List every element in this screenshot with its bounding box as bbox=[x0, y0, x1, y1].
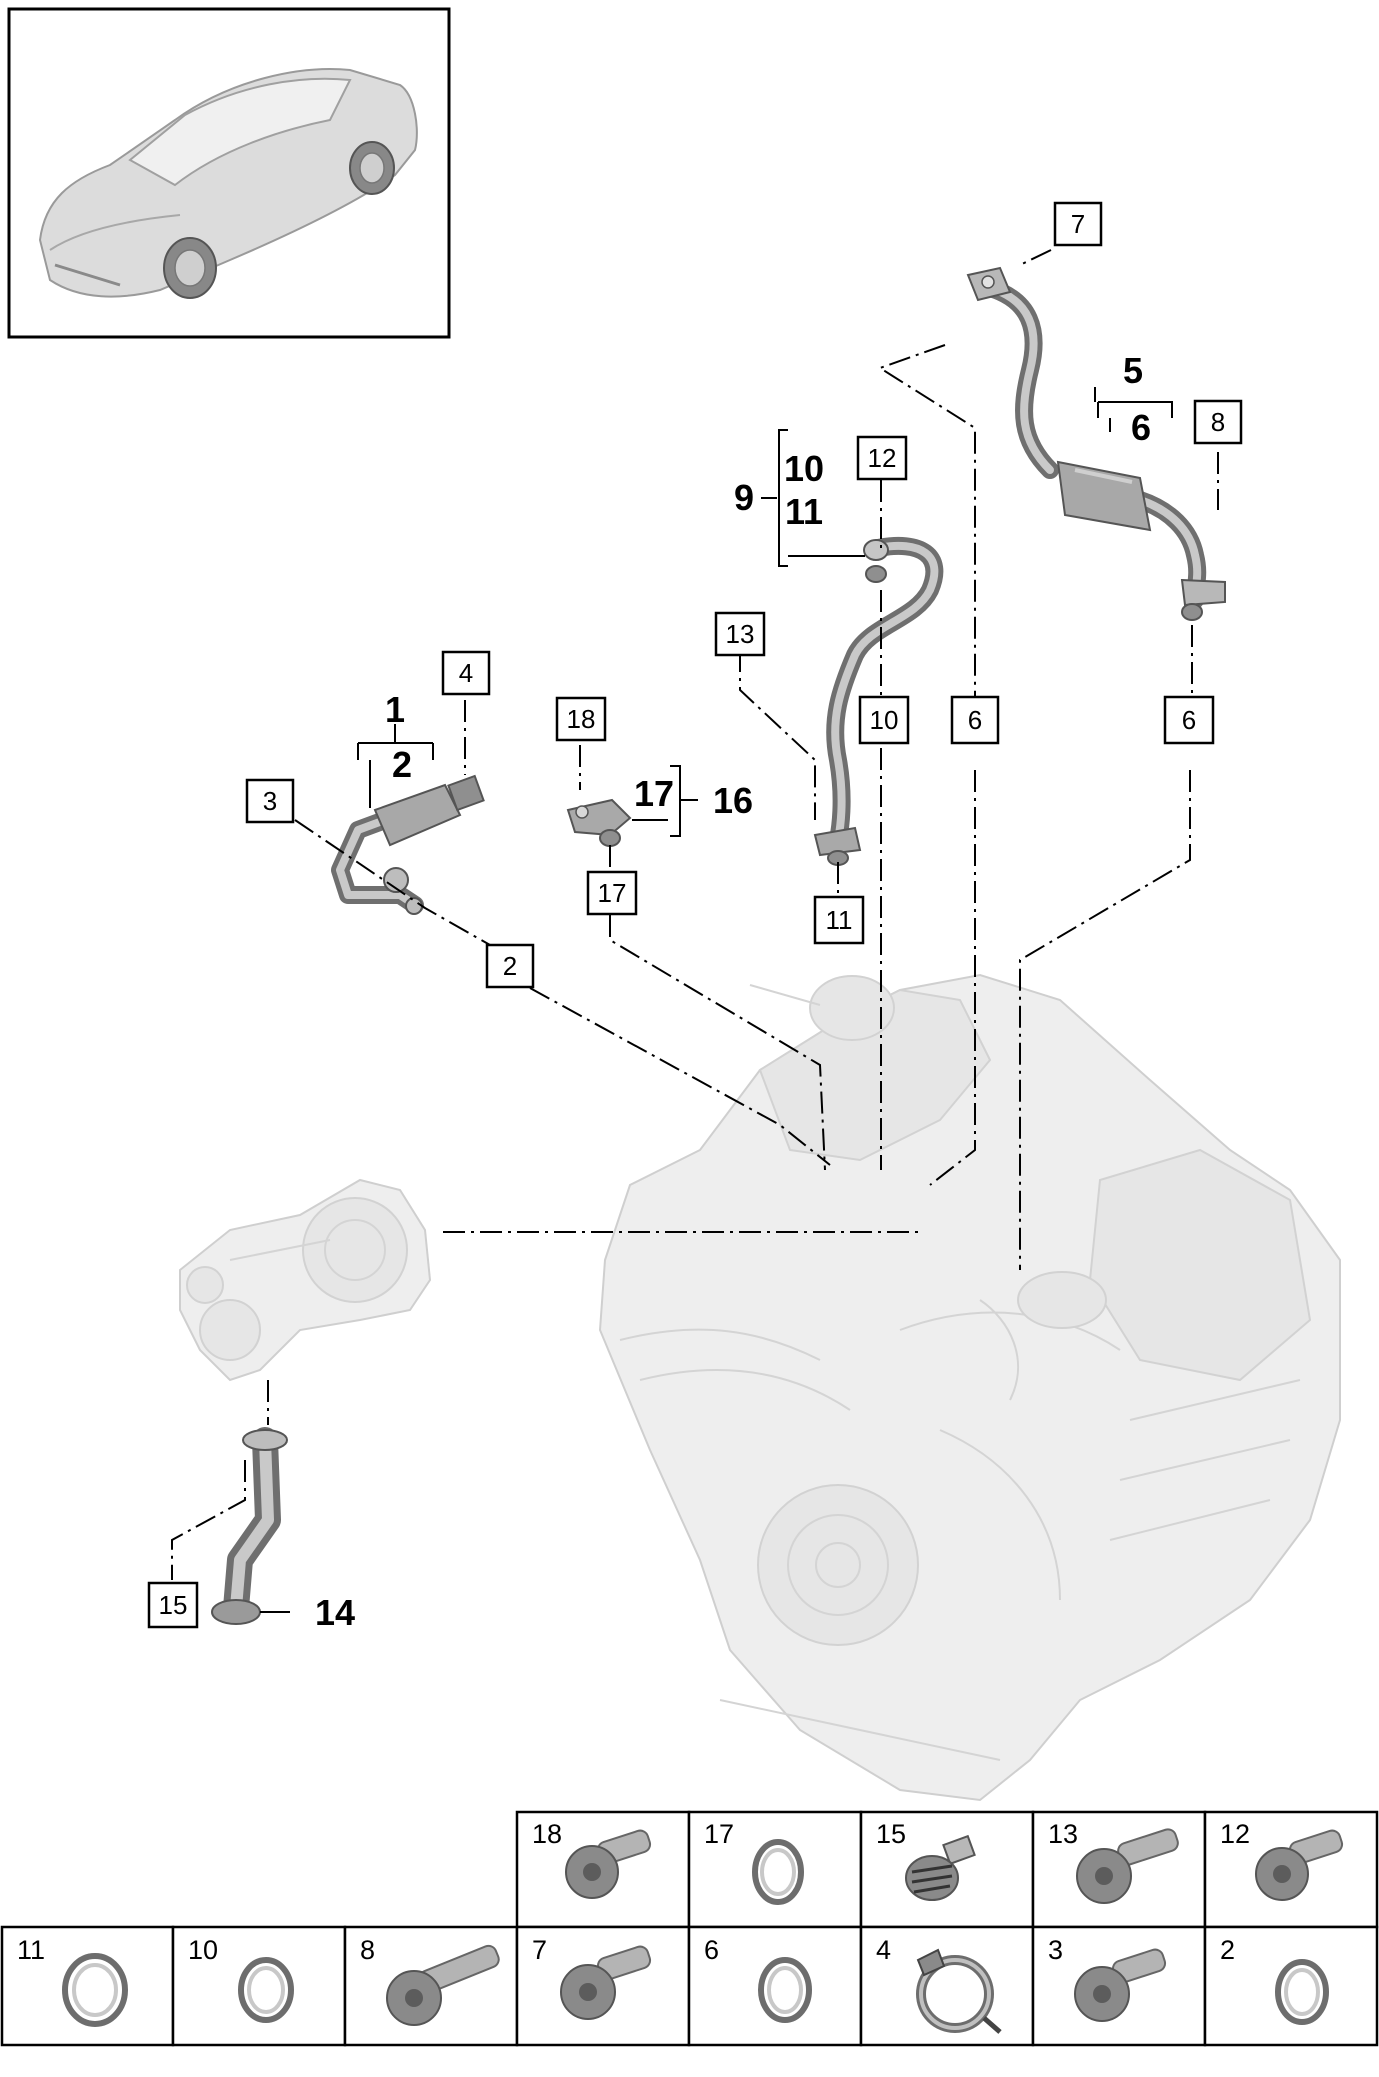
assembly-label-10: 10 bbox=[784, 448, 824, 489]
fitting-part-16 bbox=[566, 798, 632, 847]
assembly-label-2: 2 bbox=[392, 744, 412, 785]
assembly-label-14: 14 bbox=[315, 1592, 355, 1633]
parts-cell-13-number: 13 bbox=[1048, 1819, 1078, 1849]
parts-cell-7[interactable]: 7 bbox=[515, 1925, 691, 2047]
parts-cell-2-number: 2 bbox=[1220, 1935, 1235, 1965]
callout-18-label: 18 bbox=[567, 704, 596, 734]
car-icon bbox=[38, 68, 418, 299]
o-ring-icon bbox=[752, 1839, 804, 1905]
o-ring-icon bbox=[238, 1957, 294, 2023]
bolt-icon bbox=[1255, 1829, 1344, 1901]
callout-6-right-label: 6 bbox=[1182, 705, 1196, 735]
callout-15-label: 15 bbox=[159, 1590, 188, 1620]
callout-17-label: 17 bbox=[598, 878, 627, 908]
callout-2[interactable]: 2 bbox=[485, 943, 535, 989]
callout-6-middle-label: 6 bbox=[968, 705, 982, 735]
parts-cell-12-number: 12 bbox=[1220, 1819, 1250, 1849]
bolt-icon bbox=[565, 1829, 652, 1899]
callout-11-label: 11 bbox=[826, 905, 853, 935]
assembly-label-9: 9 bbox=[734, 477, 754, 518]
assembly-label-16: 16 bbox=[713, 780, 753, 821]
callout-8[interactable]: 8 bbox=[1193, 399, 1243, 445]
callout-12[interactable]: 12 bbox=[856, 435, 908, 481]
callout-6-middle[interactable]: 6 bbox=[950, 695, 1000, 745]
callout-17[interactable]: 17 bbox=[586, 870, 638, 916]
screen-plug-icon bbox=[905, 1834, 976, 1901]
parts-cell-6-number: 6 bbox=[704, 1935, 719, 1965]
parts-cell-10[interactable]: 10 bbox=[171, 1925, 347, 2047]
bolt-icon bbox=[1076, 1828, 1179, 1904]
o-ring-icon bbox=[1275, 1959, 1329, 2025]
parts-cell-12[interactable]: 12 bbox=[1203, 1810, 1379, 1929]
callout-10-label: 10 bbox=[870, 705, 899, 735]
callout-11[interactable]: 11 bbox=[813, 895, 865, 945]
parts-cell-17-number: 17 bbox=[704, 1819, 734, 1849]
parts-cell-10-number: 10 bbox=[188, 1935, 218, 1965]
parts-cell-8[interactable]: 8 bbox=[343, 1925, 519, 2047]
oil-pipe-part-5 bbox=[966, 266, 1226, 621]
turbocharger bbox=[179, 1178, 432, 1382]
callout-3-label: 3 bbox=[263, 786, 277, 816]
parts-cell-4[interactable]: 4 bbox=[859, 1925, 1035, 2047]
parts-grid-bottom-row: 11 10 8 7 bbox=[0, 1925, 1379, 2047]
parts-cell-7-number: 7 bbox=[532, 1935, 547, 1965]
long-bolt-icon bbox=[386, 1944, 500, 2026]
assembly-label-1: 1 bbox=[385, 689, 405, 730]
parts-cell-11-number: 11 bbox=[17, 1935, 45, 1965]
callout-13[interactable]: 13 bbox=[714, 611, 766, 657]
assembly-label-5: 5 bbox=[1123, 350, 1143, 391]
oil-pipe-part-9 bbox=[813, 536, 944, 866]
hose-clamp-icon bbox=[916, 1948, 1002, 2034]
callout-8-label: 8 bbox=[1211, 407, 1225, 437]
callout-12-label: 12 bbox=[868, 443, 897, 473]
callout-7-label: 7 bbox=[1071, 209, 1085, 239]
brackets bbox=[260, 387, 1173, 1613]
parts-cell-13[interactable]: 13 bbox=[1031, 1810, 1207, 1929]
parts-cell-17[interactable]: 17 bbox=[687, 1810, 863, 1929]
bolt-icon bbox=[1074, 1948, 1167, 2022]
assembly-label-11: 11 bbox=[785, 491, 823, 532]
callout-2-label: 2 bbox=[503, 951, 517, 981]
callout-10[interactable]: 10 bbox=[858, 695, 910, 745]
callout-7[interactable]: 7 bbox=[1053, 201, 1103, 247]
assembly-label-17: 17 bbox=[634, 773, 674, 814]
parts-cell-8-number: 8 bbox=[360, 1935, 375, 1965]
o-ring-icon bbox=[62, 1953, 128, 2027]
callout-6-right[interactable]: 6 bbox=[1163, 695, 1215, 745]
callout-15[interactable]: 15 bbox=[147, 1581, 199, 1629]
bolt-icon bbox=[560, 1945, 652, 2020]
callout-13-label: 13 bbox=[726, 619, 755, 649]
callout-18[interactable]: 18 bbox=[555, 696, 607, 742]
leader-lines bbox=[171, 249, 1219, 1580]
engine-block bbox=[598, 973, 1341, 1802]
parts-grid-top-row: 18 17 15 bbox=[515, 1810, 1379, 1929]
parts-cell-18-number: 18 bbox=[532, 1819, 562, 1849]
assembly-label-6: 6 bbox=[1131, 407, 1151, 448]
parts-cell-18[interactable]: 18 bbox=[515, 1810, 691, 1929]
parts-cell-4-number: 4 bbox=[876, 1935, 891, 1965]
parts-cell-15-number: 15 bbox=[876, 1819, 906, 1849]
parts-cell-11[interactable]: 11 bbox=[0, 1925, 175, 2047]
callout-3[interactable]: 3 bbox=[245, 778, 295, 824]
vehicle-thumbnail bbox=[7, 7, 451, 339]
parts-cell-3[interactable]: 3 bbox=[1031, 1925, 1207, 2047]
oil-pipe-part-1 bbox=[331, 774, 485, 915]
callout-4[interactable]: 4 bbox=[441, 650, 491, 696]
callout-4-label: 4 bbox=[459, 658, 473, 688]
parts-cell-15[interactable]: 15 bbox=[859, 1810, 1035, 1929]
o-ring-icon bbox=[758, 1957, 812, 2023]
return-pipe-part-14 bbox=[211, 1427, 288, 1625]
parts-cell-6[interactable]: 6 bbox=[687, 1925, 863, 2047]
parts-cell-2[interactable]: 2 bbox=[1203, 1925, 1379, 2047]
parts-cell-3-number: 3 bbox=[1048, 1935, 1063, 1965]
